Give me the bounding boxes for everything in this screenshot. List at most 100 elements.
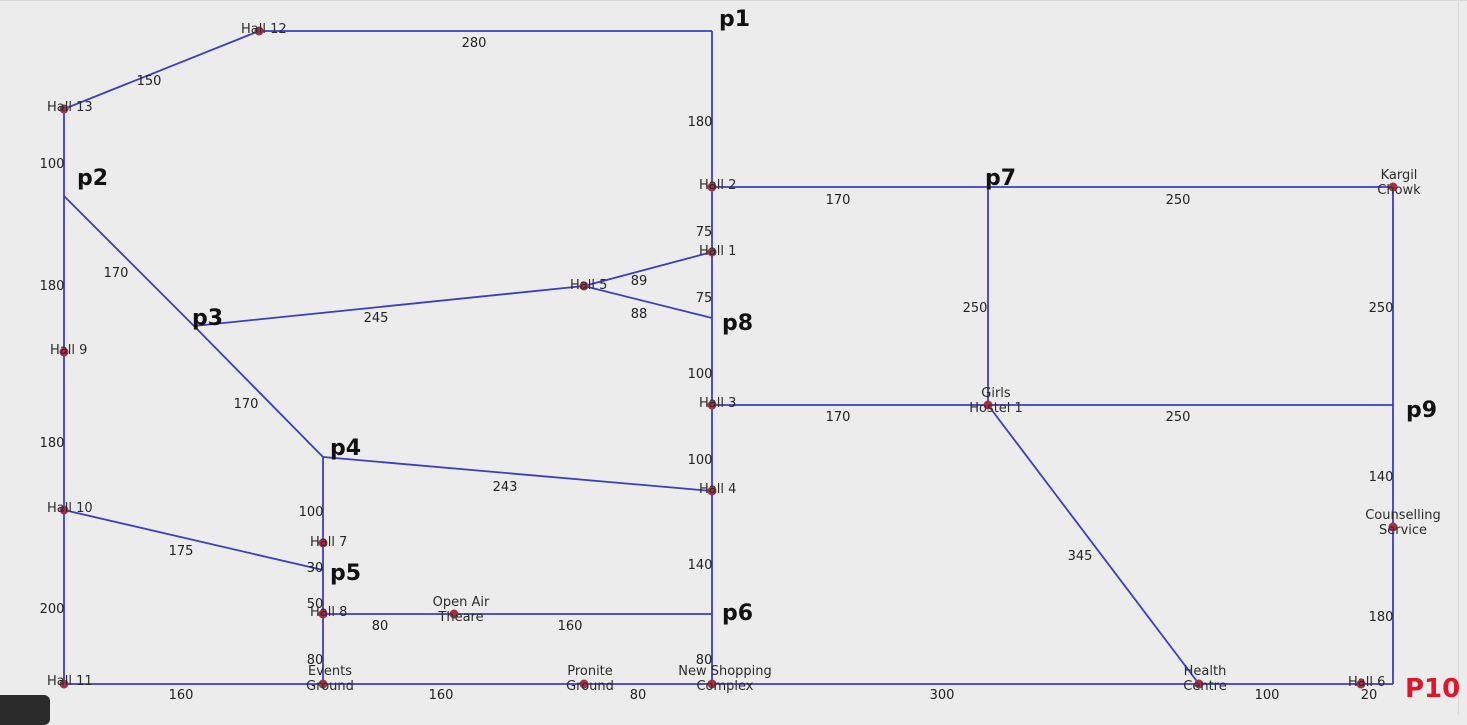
node-health[interactable] — [1194, 679, 1204, 689]
edge-weight-label: 245 — [364, 311, 389, 326]
node-pronite[interactable] — [579, 679, 589, 689]
node-counselling[interactable] — [1388, 522, 1398, 532]
node-hall2[interactable] — [707, 182, 717, 192]
node-girls[interactable] — [983, 400, 993, 410]
edge-p4-hall4 — [322, 456, 713, 492]
node-hall4[interactable] — [707, 486, 717, 496]
labels-layer: 280 150 100 180 180 200 170 170 245 243 100 30 50 175… — [40, 22, 1441, 703]
point-label-p4: p4 — [330, 436, 361, 461]
point-label-p6: p6 — [722, 601, 753, 626]
edge-weight-label: 80 — [372, 619, 389, 634]
point-label-p7: p7 — [985, 166, 1016, 191]
node-hall3[interactable] — [707, 400, 717, 410]
edge-hall5-hall1 — [583, 251, 713, 287]
top-divider — [0, 0, 1467, 1]
edge-weight-label: 250 — [1166, 193, 1191, 208]
node-hall6[interactable] — [1356, 679, 1366, 689]
edge-weight-label: 180 — [40, 279, 65, 294]
node-label-hall13: Hall 13 — [47, 100, 93, 115]
edge-weight-label: 75 — [696, 225, 713, 240]
node-hall7[interactable] — [318, 538, 328, 548]
point-label-p5: p5 — [330, 561, 361, 586]
edge-weight-label: 160 — [429, 688, 454, 703]
edge-weight-label: 345 — [1068, 549, 1093, 564]
node-label-hall3: Hall 3 — [699, 396, 736, 411]
edge-weight-label: 80 — [696, 653, 713, 668]
edge-weight-label: 200 — [40, 602, 65, 617]
node-label-hall8: Hall 8 — [310, 605, 347, 620]
edge-weight-label: 250 — [1369, 301, 1394, 316]
edge-weight-label: 100 — [299, 505, 324, 520]
node-label-hall7: Hall 7 — [310, 535, 347, 550]
edge-weight-label: 140 — [1369, 470, 1394, 485]
edge-weight-label: 243 — [493, 480, 518, 495]
edge-weight-label: 280 — [462, 36, 487, 51]
node-hall8[interactable] — [318, 609, 328, 619]
node-hall12[interactable] — [254, 26, 264, 36]
edge-weight-label: 150 — [137, 74, 162, 89]
edge-hall13-hall12 — [63, 30, 260, 110]
edge-weight-label: 100 — [688, 367, 713, 382]
node-label-hall5: Hall 5 — [570, 278, 607, 293]
node-label-hall12: Hall 12 — [241, 22, 287, 37]
edge-weight-label: 100 — [1255, 688, 1280, 703]
node-hall5[interactable] — [579, 281, 589, 291]
edge-weight-label: 250 — [963, 301, 988, 316]
node-label-hall4: Hall 4 — [699, 482, 736, 497]
node-hall13[interactable] — [59, 104, 69, 114]
node-hall1[interactable] — [707, 247, 717, 257]
node-nsc[interactable] — [707, 679, 717, 689]
right-divider — [1458, 0, 1459, 715]
edge-p3-p4 — [193, 325, 324, 458]
edge-weight-label: 50 — [307, 597, 324, 612]
edge-hall10-p5 — [63, 509, 324, 571]
edge-weight-label: 100 — [40, 157, 65, 172]
node-events[interactable] — [318, 679, 328, 689]
edge-weight-label: 250 — [1166, 410, 1191, 425]
corner-control-button[interactable] — [0, 695, 50, 725]
edge-weight-label: 175 — [169, 544, 194, 559]
edge-weight-label: 180 — [688, 115, 713, 130]
node-label-hall1: Hall 1 — [699, 244, 736, 259]
edge-weight-label: 160 — [558, 619, 583, 634]
edge-weight-label: 140 — [688, 558, 713, 573]
edge-p2-p3 — [63, 195, 195, 327]
point-label-p10: P10 — [1405, 674, 1460, 704]
edge-girls-health — [987, 404, 1200, 685]
point-label-p9: p9 — [1406, 398, 1437, 423]
edge-weight-label: 180 — [40, 436, 65, 451]
edge-weight-label: 170 — [234, 397, 259, 412]
edge-hall5-p8 — [583, 285, 713, 319]
node-label-hall9: Hall 9 — [50, 343, 87, 358]
node-label-hall10: Hall 10 — [47, 501, 93, 516]
node-label-hall11: Hall 11 — [47, 674, 93, 689]
node-kargil[interactable] — [1388, 182, 1398, 192]
node-label-hall2: Hall 2 — [699, 178, 736, 193]
edge-weight-label: 75 — [696, 291, 713, 306]
node-hall11[interactable] — [59, 679, 69, 689]
edge-weight-label: 100 — [688, 453, 713, 468]
edge-weight-label: 30 — [307, 561, 324, 576]
node-openair[interactable] — [449, 609, 459, 619]
edge-weight-label: 170 — [826, 193, 851, 208]
edge-weight-label: 170 — [104, 266, 129, 281]
edge-weight-label: 80 — [307, 653, 324, 668]
point-label-p8: p8 — [722, 311, 753, 336]
node-label-hall6: Hall 6 — [1348, 675, 1385, 690]
point-label-p1: p1 — [719, 7, 750, 32]
node-hall9[interactable] — [59, 347, 69, 357]
edge-weight-label: 300 — [930, 688, 955, 703]
edge-weight-label: 88 — [631, 307, 648, 322]
edge-p3-hall5 — [193, 285, 585, 327]
node-hall10[interactable] — [59, 505, 69, 515]
